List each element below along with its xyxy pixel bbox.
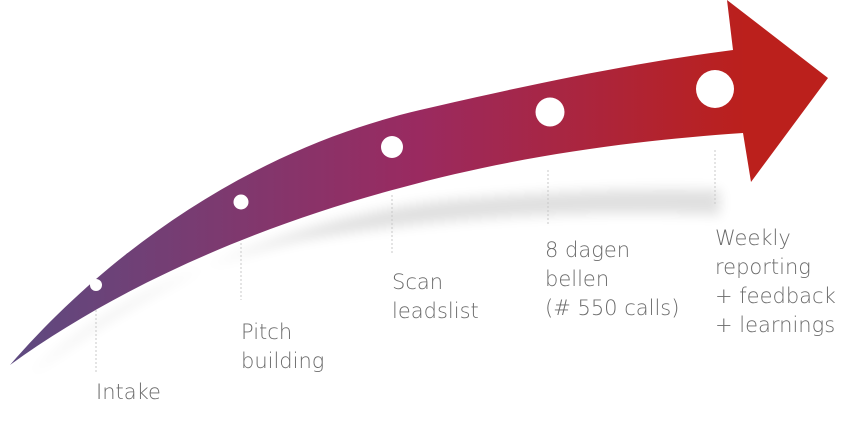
milestone-dot	[381, 136, 403, 158]
step-label-calling: 8 dagen bellen (# 550 calls)	[545, 236, 679, 323]
curved-arrow	[10, 0, 828, 365]
label-line: 8 dagen	[545, 238, 631, 262]
label-line: Pitch	[241, 320, 293, 344]
milestone-dot	[233, 194, 249, 210]
step-label-intake: Intake	[96, 378, 161, 407]
arrow-shadow	[30, 189, 720, 375]
label-line: (# 550 calls)	[545, 296, 680, 320]
step-label-scan-leadslist: Scan leadslist	[392, 268, 479, 326]
step-label-reporting: Weekly reporting + feedback + learnings	[715, 224, 836, 340]
label-line: bellen	[545, 267, 610, 291]
step-label-pitch-building: Pitch building	[241, 318, 324, 376]
milestone-dot	[696, 70, 734, 108]
label-line: reporting	[715, 255, 811, 279]
label-line: Scan	[392, 270, 444, 294]
label-line: + learnings	[715, 313, 836, 337]
milestone-dot	[535, 97, 565, 127]
label-line: leadslist	[392, 299, 479, 323]
label-line: + feedback	[715, 284, 836, 308]
milestone-dots	[90, 70, 734, 291]
connector-lines	[95, 150, 716, 372]
label-line: Intake	[96, 380, 161, 404]
label-line: Weekly	[715, 226, 791, 250]
milestone-dot	[90, 279, 102, 291]
label-line: building	[241, 349, 325, 373]
